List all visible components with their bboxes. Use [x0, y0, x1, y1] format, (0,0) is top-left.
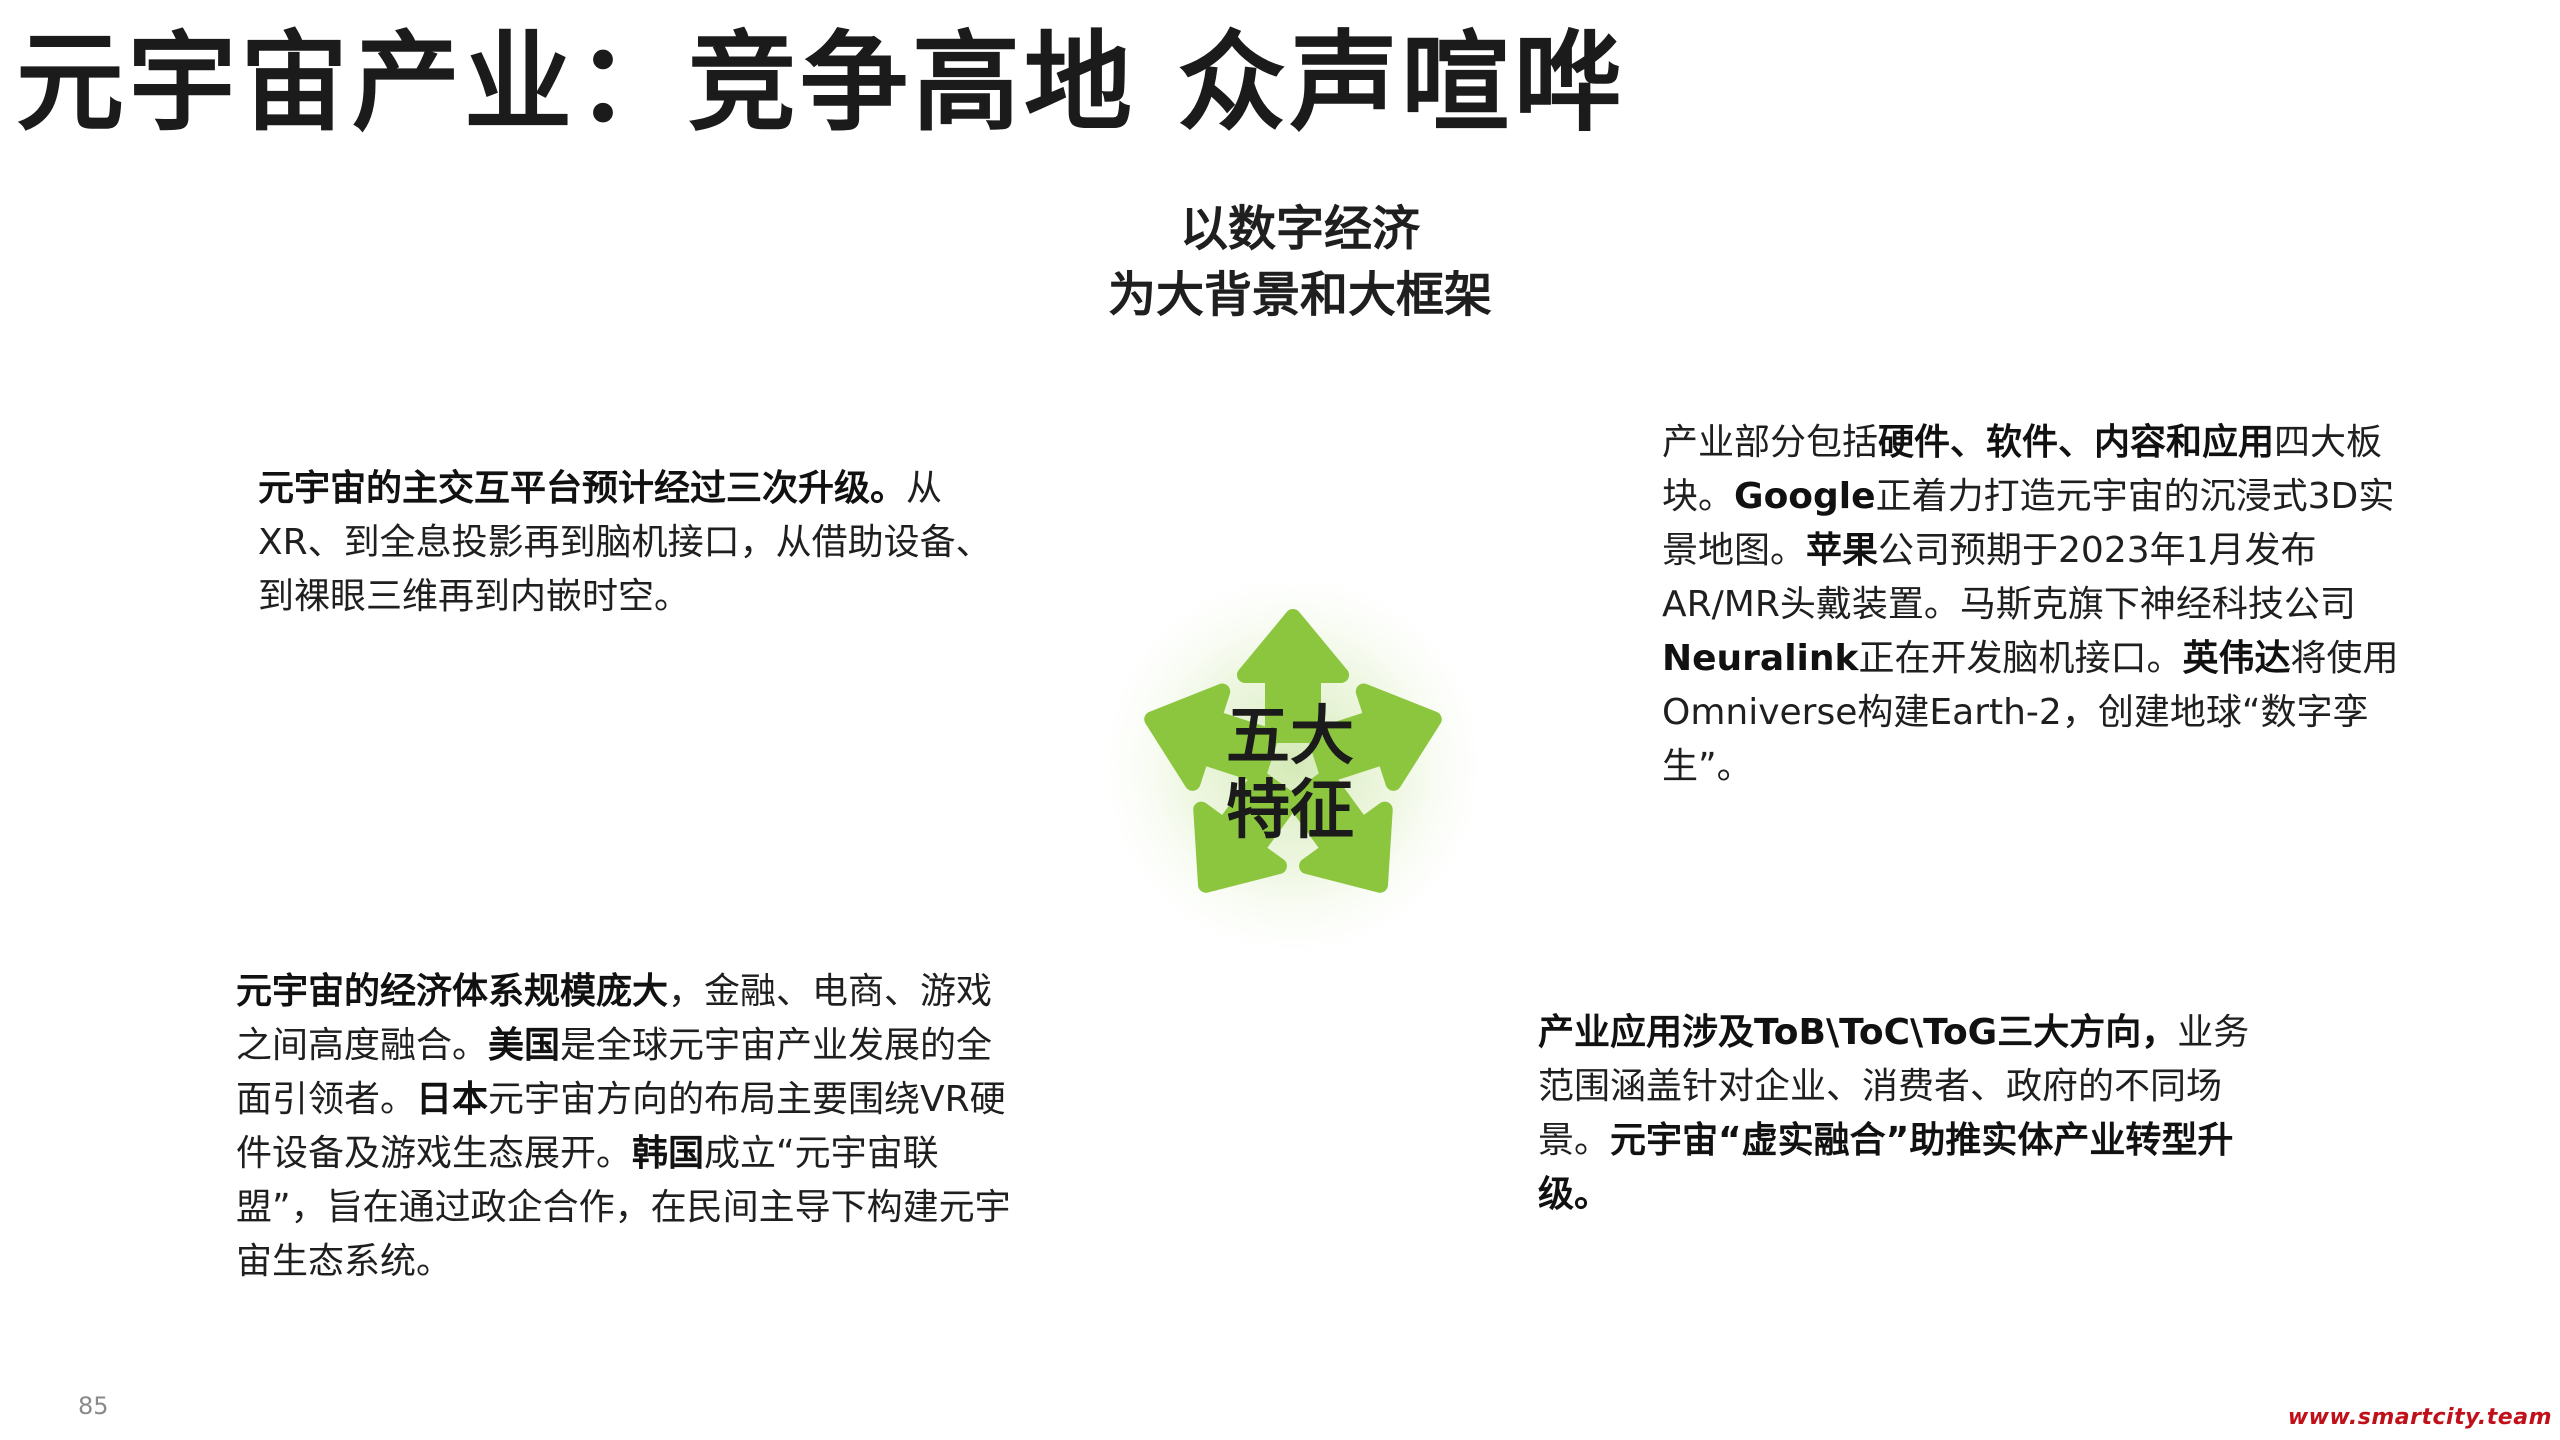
text-run: 四大板块。 — [1662, 422, 2383, 517]
text-run: 成立“元宇宙联盟”，旨在通过政企合作，在民间主导下构建元宇宙生态系统。 — [236, 1133, 1011, 1282]
bold-text: Neuralink — [1662, 638, 1859, 679]
text-run: 业务范围涵盖针对企业、消费者、政府的不同场景。 — [1538, 1012, 2250, 1161]
text-run: 从XR、到全息投影再到脑机接口，从借助设备、到裸眼三维再到内嵌时空。 — [258, 468, 992, 617]
bold-text: 产业应用涉及ToB\ToC\ToG三大方向， — [1538, 1012, 2178, 1053]
bold-text: 美国 — [488, 1025, 561, 1066]
text-block-bottom-right: 产业应用涉及ToB\ToC\ToG三大方向，业务范围涵盖针对企业、消费者、政府的… — [1538, 1006, 2278, 1222]
center-label-line-1: 五大 — [1226, 700, 1354, 774]
text-block-top-right: 产业部分包括硬件、软件、内容和应用四大板块。Google正着力打造元宇宙的沉浸式… — [1662, 416, 2402, 794]
center-label: 五大 特征 — [1190, 700, 1390, 848]
center-glow — [1098, 570, 1488, 960]
bold-text: 元宇宙的经济体系规模庞大 — [236, 971, 669, 1012]
subtitle-line-2: 为大背景和大框架 — [1107, 267, 1492, 323]
bold-text: 英伟达 — [2182, 638, 2291, 679]
text-run: 产业部分包括 — [1662, 422, 1879, 463]
page-title: 元宇宙产业：竞争高地 众声喧哗 — [16, 21, 1626, 146]
text-block-top-left: 元宇宙的主交互平台预计经过三次升级。从XR、到全息投影再到脑机接口，从借助设备、… — [258, 462, 1018, 624]
text-block-bottom-left: 元宇宙的经济体系规模庞大，金融、电商、游戏之间高度融合。美国是全球元宇宙产业发展… — [236, 965, 1016, 1289]
text-run: 是全球元宇宙产业发展的全面引领者。 — [236, 1025, 993, 1120]
bold-text: 元宇宙的主交互平台预计经过三次升级。 — [258, 468, 907, 509]
center-label-line-2: 特征 — [1226, 774, 1354, 848]
subtitle: 以数字经济 为大背景和大框架 — [1000, 196, 1600, 328]
text-run: 正着力打造元宇宙的沉浸式3D实景地图。 — [1662, 476, 2395, 571]
text-run: 将使用Omniverse构建Earth-2，创建地球“数字孪生”。 — [1662, 638, 2399, 787]
bold-text: 韩国 — [632, 1133, 705, 1174]
text-run: 元宇宙方向的布局主要围绕VR硬件设备及游戏生态展开。 — [236, 1079, 1006, 1174]
bold-text: 元宇宙“虚实融合”助推实体产业转型升级。 — [1538, 1120, 2234, 1215]
text-run: ，金融、电商、游戏之间高度融合。 — [236, 971, 993, 1066]
watermark-link[interactable]: www.smartcity.team — [2287, 1405, 2552, 1430]
bold-text: Google — [1734, 476, 1876, 517]
subtitle-line-1: 以数字经济 — [1179, 201, 1420, 257]
five-arrows-graphic — [1098, 570, 1488, 960]
bold-text: 日本 — [416, 1079, 489, 1120]
bold-text: 苹果 — [1806, 530, 1879, 571]
page-number: 85 — [78, 1392, 109, 1420]
text-run: 正在开发脑机接口。 — [1858, 638, 2183, 679]
text-run: 公司预期于2023年1月发布AR/MR头戴装置。马斯克旗下神经科技公司 — [1662, 530, 2356, 625]
bold-text: 硬件、软件、内容和应用 — [1878, 422, 2275, 463]
